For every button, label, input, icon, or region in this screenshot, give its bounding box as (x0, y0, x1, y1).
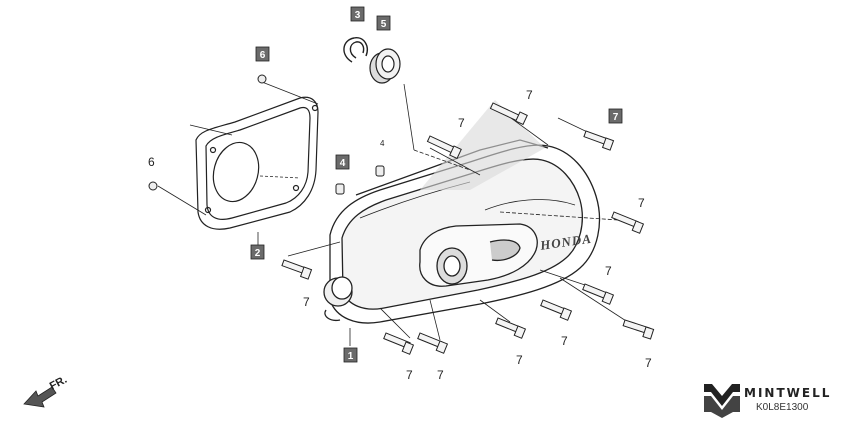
label-bolt-3: 7 (638, 196, 645, 210)
svg-text:4: 4 (340, 158, 346, 169)
svg-text:6: 6 (260, 50, 266, 61)
label-bolt-2: 7 (458, 116, 465, 130)
bearing-part-5 (369, 48, 401, 84)
bolt-j (383, 332, 415, 355)
bolt-b (426, 135, 462, 160)
bolt-h (622, 319, 655, 340)
gasket-part-2 (195, 96, 319, 230)
label-bolt-7: 7 (645, 356, 652, 370)
screw-part-6-top (257, 74, 267, 84)
callout-box-3: 3 (350, 6, 365, 22)
bolt-e (281, 259, 313, 280)
bolt-k (417, 332, 449, 354)
bolts-part-7 (281, 102, 655, 355)
label-bolt-8: 7 (516, 353, 523, 367)
svg-text:7: 7 (613, 112, 619, 123)
callout-box-5: 5 (376, 15, 391, 31)
dowel-marker: 4 (380, 139, 385, 148)
bolt-d (611, 211, 645, 234)
diagram-code: K0L8E1300 (756, 402, 809, 413)
callout-box-2: 2 (250, 244, 265, 260)
bolt-i (495, 317, 527, 339)
cover-brand-text: HONDA (538, 231, 593, 253)
callout-box-4: 4 (335, 154, 350, 170)
dowel-pin-part-4-b (375, 165, 385, 177)
circlip-part-3 (343, 37, 368, 63)
logo-text: MINTWELL (744, 386, 831, 400)
label-bolt-9: 7 (406, 368, 413, 382)
fr-label: FR. (48, 374, 69, 393)
callout-box-6: 6 (255, 46, 270, 62)
svg-text:5: 5 (381, 19, 387, 30)
leader-lines-main (287, 83, 641, 346)
dotted-shade (420, 100, 545, 190)
bolt-a (489, 102, 528, 126)
label-bolt-1: 7 (526, 88, 533, 102)
label-part-6: 6 (148, 155, 155, 169)
label-bolt-10: 7 (437, 368, 444, 382)
mintwell-logo: MINTWELL (704, 384, 831, 418)
bolt-c (583, 130, 615, 151)
bolt-g (540, 299, 573, 321)
leader-lines-left (157, 81, 319, 246)
svg-text:3: 3 (355, 10, 361, 21)
callout-box-1: 1 (343, 347, 358, 363)
dowel-pin-part-4-a (335, 183, 345, 195)
label-bolt-6: 7 (561, 334, 568, 348)
label-bolt-4: 7 (605, 264, 612, 278)
screw-part-6-left (148, 181, 158, 191)
label-bolt-5: 7 (303, 295, 310, 309)
left-crankcase-cover-part-1 (323, 139, 601, 324)
svg-text:1: 1 (348, 351, 354, 362)
bolt-f (582, 283, 615, 305)
callout-box-7: 7 (608, 108, 623, 124)
front-direction-arrow: FR. (23, 374, 69, 408)
svg-text:2: 2 (255, 248, 261, 259)
